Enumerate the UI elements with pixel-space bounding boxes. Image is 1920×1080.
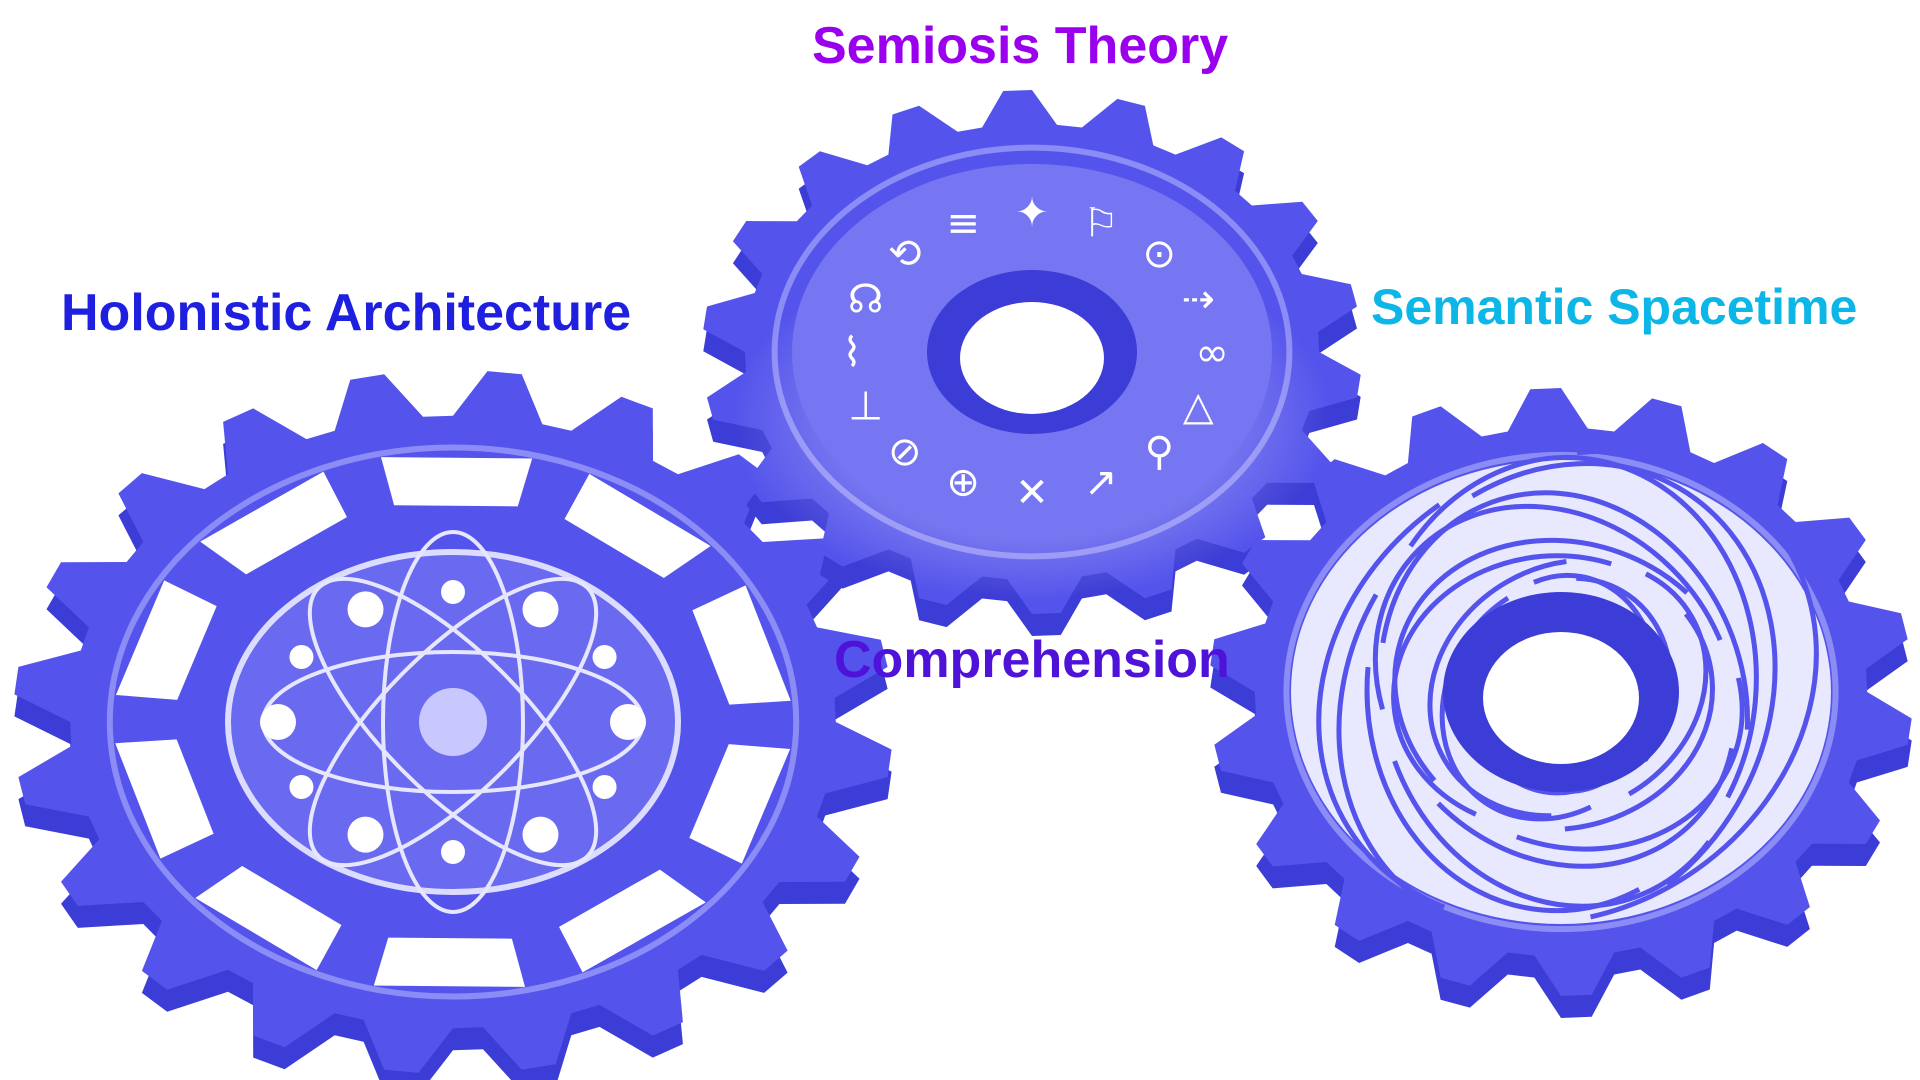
hub-hole	[1483, 632, 1639, 764]
atom-orbit	[307, 576, 599, 868]
spiral-line	[1336, 461, 1778, 937]
spiral-line	[1364, 454, 1759, 914]
semiotic-symbol: ⌇	[842, 330, 862, 376]
atom-node	[610, 704, 646, 740]
holonistic-architecture-label: Holonistic Architecture	[61, 284, 632, 342]
atom-node	[522, 591, 559, 628]
comprehension-label: Comprehension	[834, 631, 1230, 689]
spiral-line	[1427, 557, 1709, 819]
gear-window	[380, 457, 533, 507]
atom-nucleus	[419, 688, 487, 756]
gear-rim	[106, 444, 800, 1000]
semiotic-symbol: ⚲	[1145, 429, 1174, 475]
semiotic-symbol: ✕	[1015, 470, 1049, 516]
atom-node	[289, 645, 314, 669]
spiral-line	[1372, 503, 1738, 869]
spiral-line	[1316, 448, 1819, 926]
spiral-line	[1392, 537, 1745, 852]
gear-window	[692, 585, 791, 705]
gear-window	[564, 473, 711, 579]
atom-node	[592, 775, 617, 799]
semiotic-symbol: ⊥	[848, 384, 883, 430]
atom-orbit	[307, 576, 599, 868]
semantic-spacetime-label: Semantic Spacetime	[1371, 279, 1858, 335]
gear-window	[373, 937, 526, 987]
atom-node	[289, 775, 314, 799]
gear-window	[559, 869, 706, 973]
semiotic-symbol: △	[1183, 384, 1214, 430]
atom-node	[441, 580, 465, 604]
spacetime-gear	[1210, 388, 1912, 1018]
semiosis-theory-label: Semiosis Theory	[812, 17, 1229, 75]
semiotic-symbol: ⊘	[888, 429, 922, 475]
semiosis-gear: ∞ △⚲ ↗ ✕ ⊕ ⊘⊥ ⌇ ☊⟲ ≡ ✦ ⚐ ⊙⇢	[703, 90, 1361, 636]
atom-node	[441, 840, 465, 864]
spiral-line	[1391, 553, 1715, 833]
semiotic-symbol: ∞	[1195, 330, 1228, 376]
gear-window	[115, 739, 214, 859]
atom-node	[522, 816, 559, 853]
semiotic-symbol: ⟲	[888, 231, 922, 277]
semiotic-symbol: ⊙	[1143, 231, 1177, 277]
semiotic-symbol: ⚐	[1083, 201, 1119, 247]
spiral-line	[1377, 490, 1750, 909]
semiotic-symbol: ✦	[1015, 190, 1049, 236]
hub-hole	[960, 302, 1104, 414]
gear-window	[115, 580, 217, 700]
semiotic-symbol: ⇢	[1182, 276, 1216, 322]
atom-node	[592, 645, 617, 669]
holonistic-gear	[14, 371, 892, 1080]
semiotic-symbol: ↗	[1084, 459, 1118, 505]
atom-orbit	[381, 530, 525, 914]
atom-node	[347, 591, 384, 628]
semiotic-symbol: ≡	[946, 201, 980, 247]
semiotic-symbol: ⊕	[946, 459, 980, 505]
gear-window	[200, 471, 347, 575]
gear-window	[689, 744, 791, 864]
gear-window	[195, 865, 342, 971]
atom-node	[260, 704, 296, 740]
semiotic-symbol: ☊	[848, 276, 884, 322]
atom-node	[347, 816, 384, 853]
gear-rim	[1283, 451, 1839, 933]
